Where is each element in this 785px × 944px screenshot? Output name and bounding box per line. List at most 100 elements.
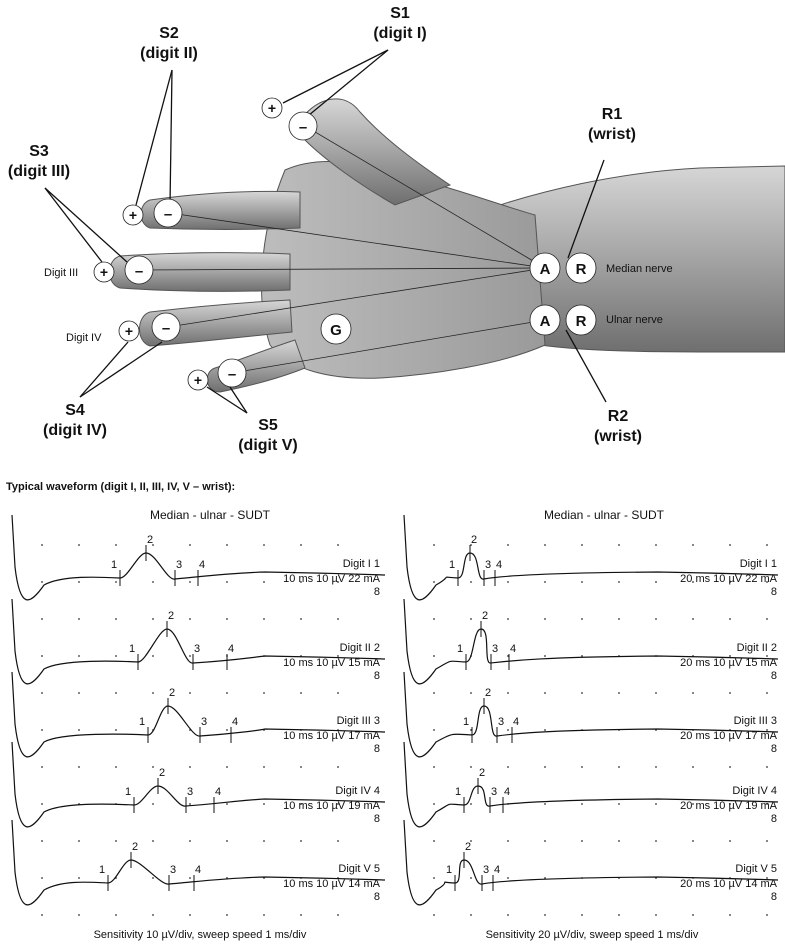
s2-electrodes: + –	[122, 198, 183, 228]
r2-sublabel: (wrist)	[594, 428, 642, 445]
marker-label: 1	[463, 716, 469, 728]
trace-name: Digit IV 4	[732, 785, 777, 797]
s3-label: S3	[29, 143, 49, 160]
ulnar-reference-label: R	[576, 313, 587, 330]
trace-count: 8	[374, 891, 380, 903]
electrodes: + – + – + – + – + –	[93, 97, 597, 391]
trace-count: 8	[771, 891, 777, 903]
s5-sublabel: (digit V)	[238, 437, 298, 454]
waveform-section-title: Typical waveform (digit I, II, III, IV, …	[6, 481, 235, 493]
s1-label: S1	[390, 5, 410, 22]
marker-label: 3	[176, 559, 182, 571]
trace-line	[403, 598, 779, 685]
marker-label: 3	[483, 864, 489, 876]
trace-settings: 20 ms 10 µV 22 mA	[680, 573, 777, 585]
panel-left-title: Median - ulnar - SUDT	[150, 508, 271, 522]
marker-label: 3	[485, 559, 491, 571]
marker-label: 2	[147, 534, 153, 546]
trace-name: Digit III 3	[337, 715, 380, 727]
trace-line	[403, 671, 779, 758]
marker-label: 3	[170, 864, 176, 876]
s3-electrodes: + –	[93, 255, 154, 285]
digit-iii-label: Digit III	[44, 267, 78, 279]
marker-label: 4	[496, 559, 502, 571]
marker-label: 4	[504, 786, 510, 798]
s3-minus-label: –	[135, 263, 143, 280]
trace-count: 8	[374, 813, 380, 825]
marker-label: 4	[195, 864, 201, 876]
marker-label: 2	[471, 534, 477, 546]
s5-plus-label: +	[194, 372, 202, 388]
marker-label: 2	[479, 767, 485, 779]
trace-name: Digit II 2	[737, 642, 777, 654]
trace-settings: 10 ms 10 µV 17 mA	[283, 730, 380, 742]
marker-label: 4	[513, 716, 519, 728]
index-finger	[140, 190, 301, 230]
s4-sublabel: (digit IV)	[43, 422, 107, 439]
marker-label: 2	[465, 841, 471, 853]
marker-label: 1	[457, 643, 463, 655]
marker-label: 1	[129, 643, 135, 655]
s4-electrodes: + –	[118, 312, 181, 342]
s5-electrodes: + –	[187, 358, 247, 391]
panel-right-title: Median - ulnar - SUDT	[544, 508, 665, 522]
marker-label: 2	[132, 841, 138, 853]
trace-name: Digit III 3	[734, 715, 777, 727]
trace-settings: 10 ms 10 µV 15 mA	[283, 657, 380, 669]
trace-count: 8	[771, 743, 777, 755]
s5-minus-label: –	[228, 366, 236, 383]
trace-settings: 20 ms 10 µV 14 mA	[680, 878, 777, 890]
s1-plus-label: +	[268, 100, 276, 116]
middle-finger	[109, 252, 291, 292]
marker-label: 1	[99, 864, 105, 876]
marker-label: 2	[168, 610, 174, 622]
thumb	[299, 98, 452, 206]
s5-label: S5	[258, 417, 278, 434]
s3-sublabel: (digit III)	[8, 163, 70, 180]
trace-settings: 10 ms 10 µV 19 mA	[283, 800, 380, 812]
marker-label: 3	[194, 643, 200, 655]
median-active-label: A	[540, 261, 551, 278]
trace-count: 8	[771, 813, 777, 825]
trace-settings: 20 ms 10 µV 19 mA	[680, 800, 777, 812]
trace-name: Digit IV 4	[335, 785, 380, 797]
s4-plus-label: +	[125, 323, 133, 339]
trace-name: Digit II 2	[340, 642, 380, 654]
marker-label: 4	[215, 786, 221, 798]
marker-label: 2	[169, 687, 175, 699]
digit-iv-label: Digit IV	[66, 332, 102, 344]
marker-label: 2	[159, 767, 165, 779]
trace-name: Digit I 1	[343, 558, 380, 570]
marker-label: 4	[510, 643, 516, 655]
median-recording-electrodes: A R	[529, 252, 597, 284]
trace-settings: 20 ms 10 µV 17 mA	[680, 730, 777, 742]
trace-line	[11, 741, 386, 828]
marker-label: 2	[485, 687, 491, 699]
trace-name: Digit V 5	[735, 863, 777, 875]
ulnar-nerve-label: Ulnar nerve	[606, 314, 663, 326]
median-nerve-label: Median nerve	[606, 263, 673, 275]
marker-label: 3	[187, 786, 193, 798]
marker-label: 1	[446, 864, 452, 876]
s2-plus-label: +	[129, 207, 137, 223]
marker-label: 3	[491, 786, 497, 798]
nerve-paths	[139, 125, 546, 374]
s1-sublabel: (digit I)	[373, 25, 426, 42]
trace-line	[403, 514, 779, 601]
r2-label: R2	[608, 408, 629, 425]
trace-settings: 10 ms 10 µV 14 mA	[283, 878, 380, 890]
trace-count: 8	[374, 586, 380, 598]
marker-label: 1	[125, 786, 131, 798]
s1-minus-label: –	[299, 119, 307, 136]
marker-label: 3	[498, 716, 504, 728]
trace-line	[11, 671, 386, 758]
grid-dots	[41, 544, 339, 916]
